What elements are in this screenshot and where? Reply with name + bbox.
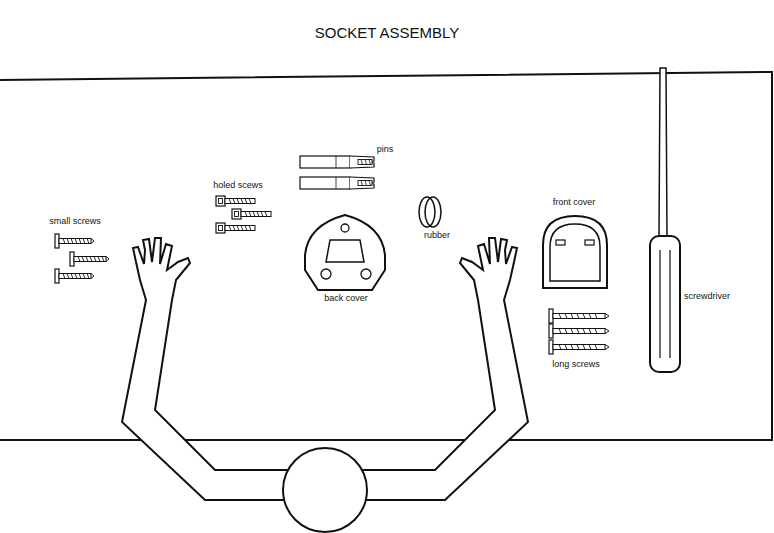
part-label: back cover xyxy=(324,294,368,304)
part-label: front cover xyxy=(553,198,596,208)
part-label: small screws xyxy=(49,217,101,227)
part-label: long screws xyxy=(552,360,600,370)
part-label: pins xyxy=(377,145,394,155)
part-label: rubber xyxy=(424,231,450,241)
part-label: holed scews xyxy=(213,181,263,191)
part-label: screwdriver xyxy=(684,292,730,302)
diagram-title: SOCKET ASSEMBLY xyxy=(315,25,460,42)
